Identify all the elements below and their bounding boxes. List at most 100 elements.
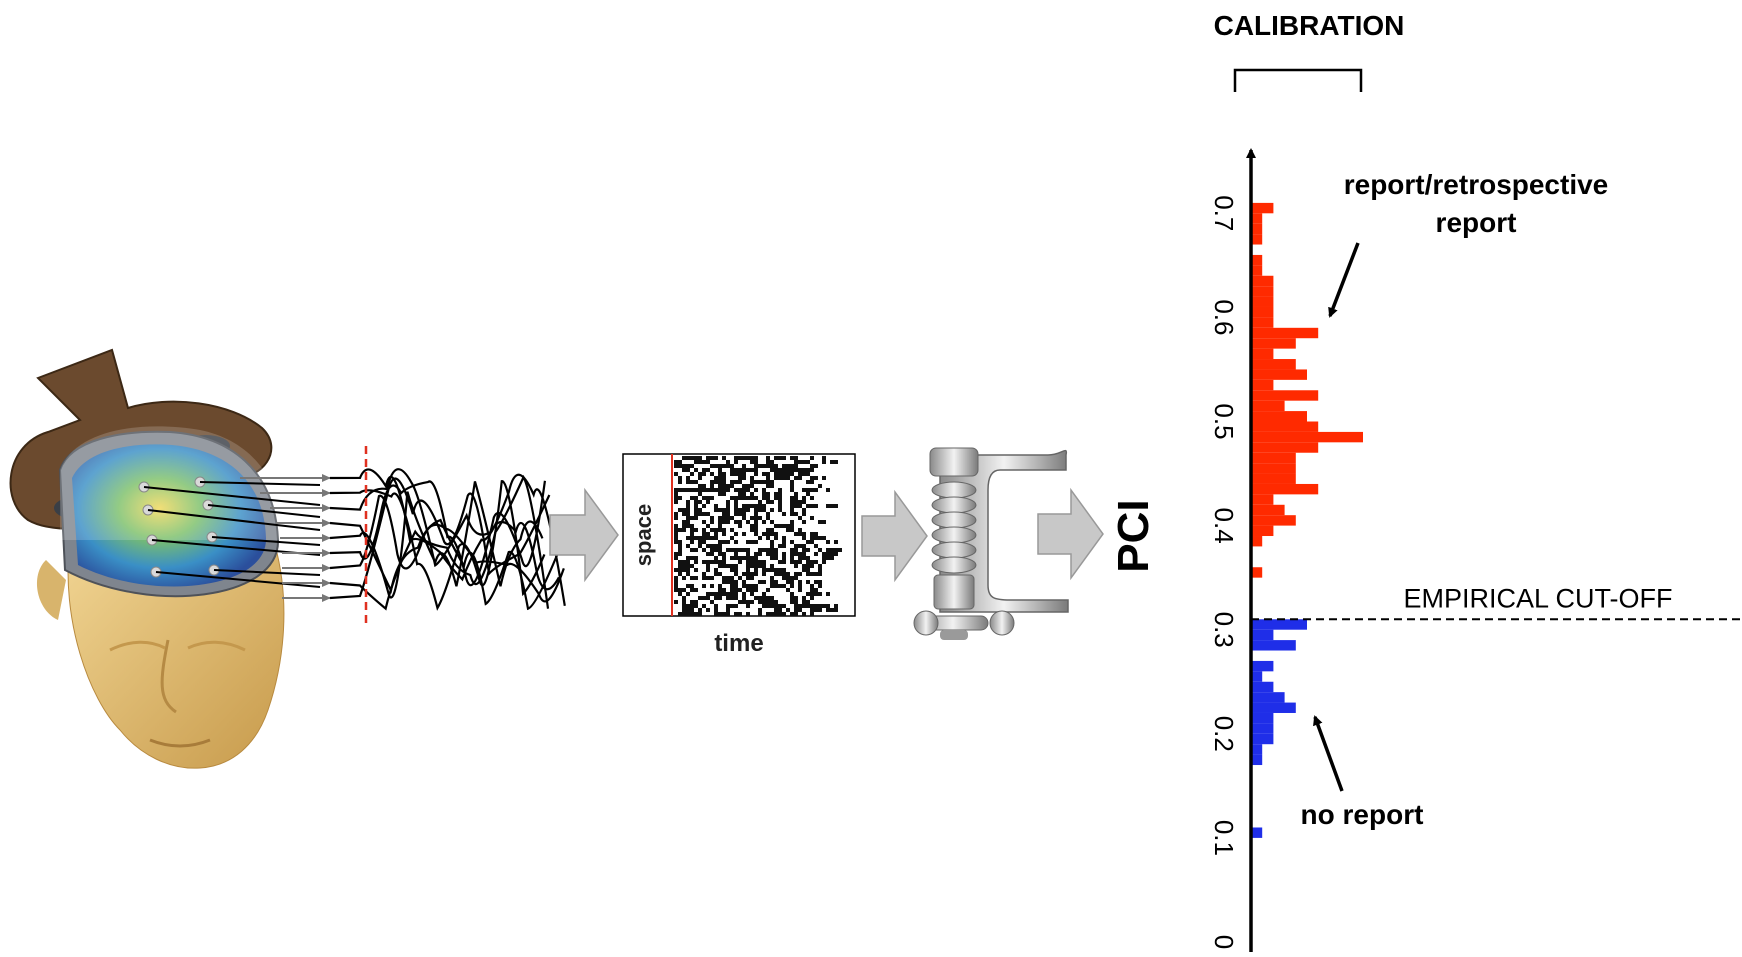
matrix-cell xyxy=(762,492,766,496)
matrix-cell xyxy=(754,564,758,568)
matrix-cell xyxy=(754,456,758,460)
matrix-cell xyxy=(702,528,706,532)
matrix-cell xyxy=(786,524,790,528)
matrix-cell xyxy=(766,492,770,496)
matrix-cell xyxy=(730,588,734,592)
matrix-cell xyxy=(814,604,818,608)
matrix-cell xyxy=(714,536,718,540)
matrix-cell xyxy=(746,604,750,608)
matrix-cell xyxy=(714,528,718,532)
matrix-cell xyxy=(830,556,834,560)
matrix-cell xyxy=(718,548,722,552)
matrix-cell xyxy=(754,512,758,516)
matrix-cell xyxy=(810,488,814,492)
matrix-cell xyxy=(794,500,798,504)
matrix-cell xyxy=(766,528,770,532)
matrix-cell xyxy=(722,564,726,568)
matrix-cell xyxy=(770,552,774,556)
matrix-cell xyxy=(722,456,726,460)
matrix-cell xyxy=(746,520,750,524)
histogram-bar xyxy=(1251,671,1263,682)
matrix-cell xyxy=(782,536,786,540)
matrix-cell xyxy=(818,572,822,576)
matrix-cell xyxy=(774,608,778,612)
matrix-cell xyxy=(702,572,706,576)
y-axis-ticks: 00.10.20.30.40.50.60.7 xyxy=(1209,195,1239,949)
matrix-cell xyxy=(714,532,718,536)
matrix-cell xyxy=(806,468,810,472)
matrix-cell xyxy=(762,488,766,492)
eeg-trace xyxy=(329,474,550,611)
matrix-cell xyxy=(682,468,686,472)
matrix-cell xyxy=(742,592,746,596)
matrix-cell xyxy=(706,568,710,572)
matrix-cell xyxy=(754,496,758,500)
matrix-cell xyxy=(698,512,702,516)
matrix-cell xyxy=(754,560,758,564)
matrix-cell xyxy=(802,564,806,568)
matrix-cell xyxy=(682,508,686,512)
matrix-cell xyxy=(722,532,726,536)
matrix-cell xyxy=(718,472,722,476)
matrix-cell xyxy=(806,556,810,560)
matrix-cell xyxy=(770,468,774,472)
matrix-cell xyxy=(758,548,762,552)
matrix-cell xyxy=(810,456,814,460)
matrix-cell xyxy=(798,476,802,480)
matrix-cell xyxy=(690,548,694,552)
matrix-cell xyxy=(810,536,814,540)
matrix-cell xyxy=(698,456,702,460)
matrix-cell xyxy=(742,532,746,536)
histogram-bar xyxy=(1251,629,1274,641)
matrix-cell xyxy=(766,604,770,608)
matrix-cell xyxy=(730,564,734,568)
matrix-cell xyxy=(794,476,798,480)
matrix-cell xyxy=(798,580,802,584)
matrix-cell xyxy=(794,596,798,600)
matrix-cell xyxy=(770,520,774,524)
matrix-cell xyxy=(750,584,754,588)
matrix-cell xyxy=(702,472,706,476)
matrix-cell xyxy=(710,592,714,596)
matrix-cell xyxy=(694,600,698,604)
y-tick-label: 0.6 xyxy=(1209,299,1239,335)
matrix-cell xyxy=(686,512,690,516)
eeg-trace xyxy=(329,480,546,611)
histogram-bar xyxy=(1251,660,1274,672)
matrix-cell xyxy=(786,472,790,476)
matrix-cell xyxy=(698,492,702,496)
matrix-cell xyxy=(810,496,814,500)
matrix-cell xyxy=(686,520,690,524)
matrix-cell xyxy=(746,456,750,460)
matrix-cell xyxy=(722,560,726,564)
matrix-cell xyxy=(790,548,794,552)
matrix-cell xyxy=(798,560,802,564)
matrix-cell xyxy=(762,508,766,512)
matrix-cell xyxy=(678,488,682,492)
matrix-cell xyxy=(706,592,710,596)
matrix-cell xyxy=(746,496,750,500)
matrix-cell xyxy=(734,584,738,588)
matrix-cell xyxy=(774,496,778,500)
histogram-bar xyxy=(1251,223,1263,235)
matrix-cell xyxy=(714,608,718,612)
matrix-cell xyxy=(690,564,694,568)
matrix-cell xyxy=(674,576,678,580)
matrix-cell xyxy=(834,608,838,612)
matrix-cell xyxy=(762,472,766,476)
matrix-cell xyxy=(822,556,826,560)
histogram-bar xyxy=(1251,254,1263,266)
matrix-cell xyxy=(702,596,706,600)
matrix-cell xyxy=(742,468,746,472)
matrix-cell xyxy=(682,600,686,604)
matrix-cell xyxy=(790,468,794,472)
matrix-cell xyxy=(750,524,754,528)
matrix-cell xyxy=(690,608,694,612)
matrix-cell xyxy=(754,520,758,524)
matrix-cell xyxy=(802,600,806,604)
matrix-cell xyxy=(794,492,798,496)
matrix-cell xyxy=(730,468,734,472)
matrix-cell xyxy=(758,504,762,508)
matrix-cell xyxy=(750,588,754,592)
histogram-bar xyxy=(1251,702,1296,713)
